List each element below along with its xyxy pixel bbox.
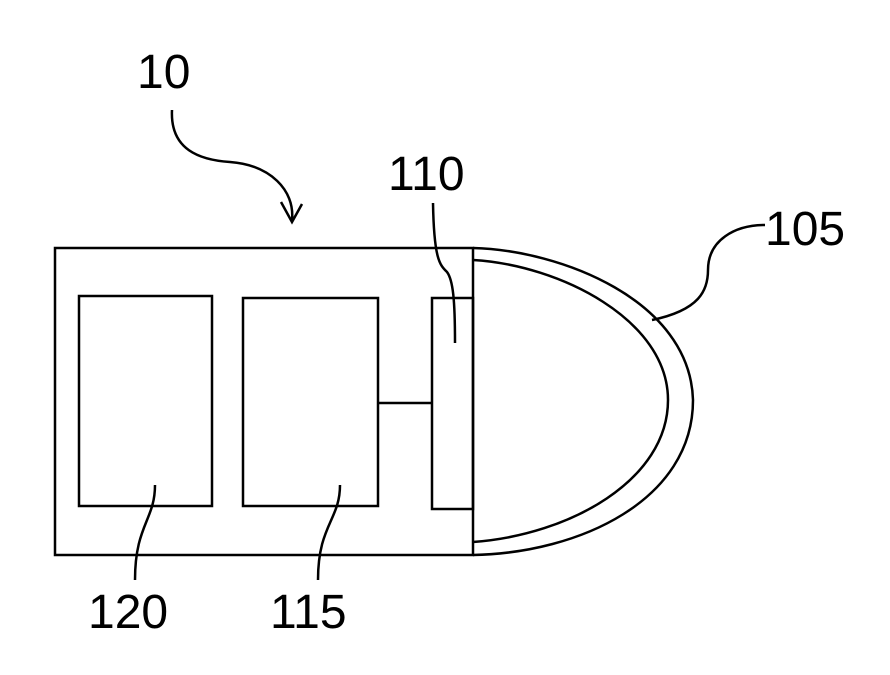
arrowhead-icon bbox=[279, 201, 304, 225]
leader-10 bbox=[170, 109, 294, 221]
leader-105 bbox=[651, 223, 766, 322]
label-105: 105 bbox=[765, 203, 845, 256]
leader-110 bbox=[431, 202, 457, 344]
component-115 bbox=[241, 296, 380, 508]
leader-115 bbox=[316, 484, 342, 581]
component-120 bbox=[77, 294, 214, 508]
label-110: 110 bbox=[388, 148, 465, 201]
dome-outer bbox=[472, 246, 695, 557]
dome-inner bbox=[472, 258, 670, 544]
label-115: 115 bbox=[270, 586, 347, 639]
label-120: 120 bbox=[88, 586, 168, 639]
housing bbox=[53, 246, 475, 557]
label-10: 10 bbox=[137, 46, 190, 99]
leader-120 bbox=[133, 484, 157, 581]
component-110 bbox=[430, 296, 475, 511]
